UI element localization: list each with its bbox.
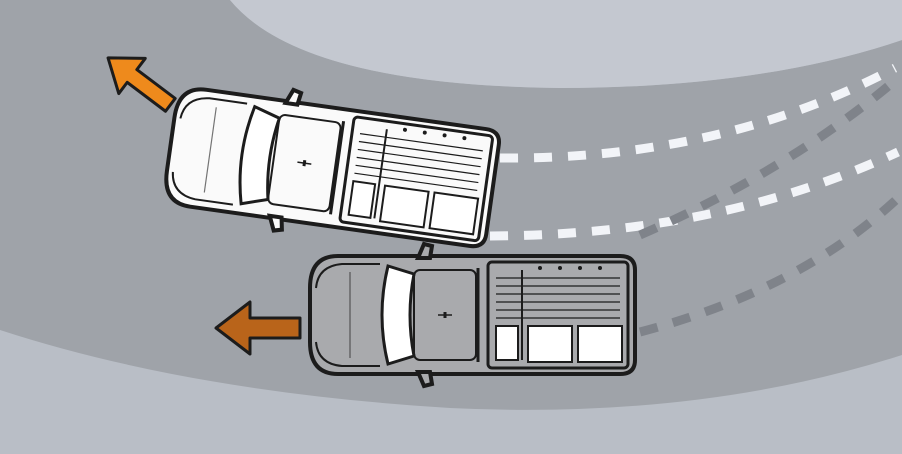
pickup-truck-dark xyxy=(308,242,637,388)
lane-marking-white xyxy=(489,64,900,241)
lane-marking-dark xyxy=(638,74,902,337)
arrow-up-left-icon xyxy=(106,56,177,113)
pickup-truck-top-view-icon xyxy=(308,242,637,388)
road-inner-area xyxy=(230,0,902,88)
arrow-left-icon xyxy=(214,300,302,356)
